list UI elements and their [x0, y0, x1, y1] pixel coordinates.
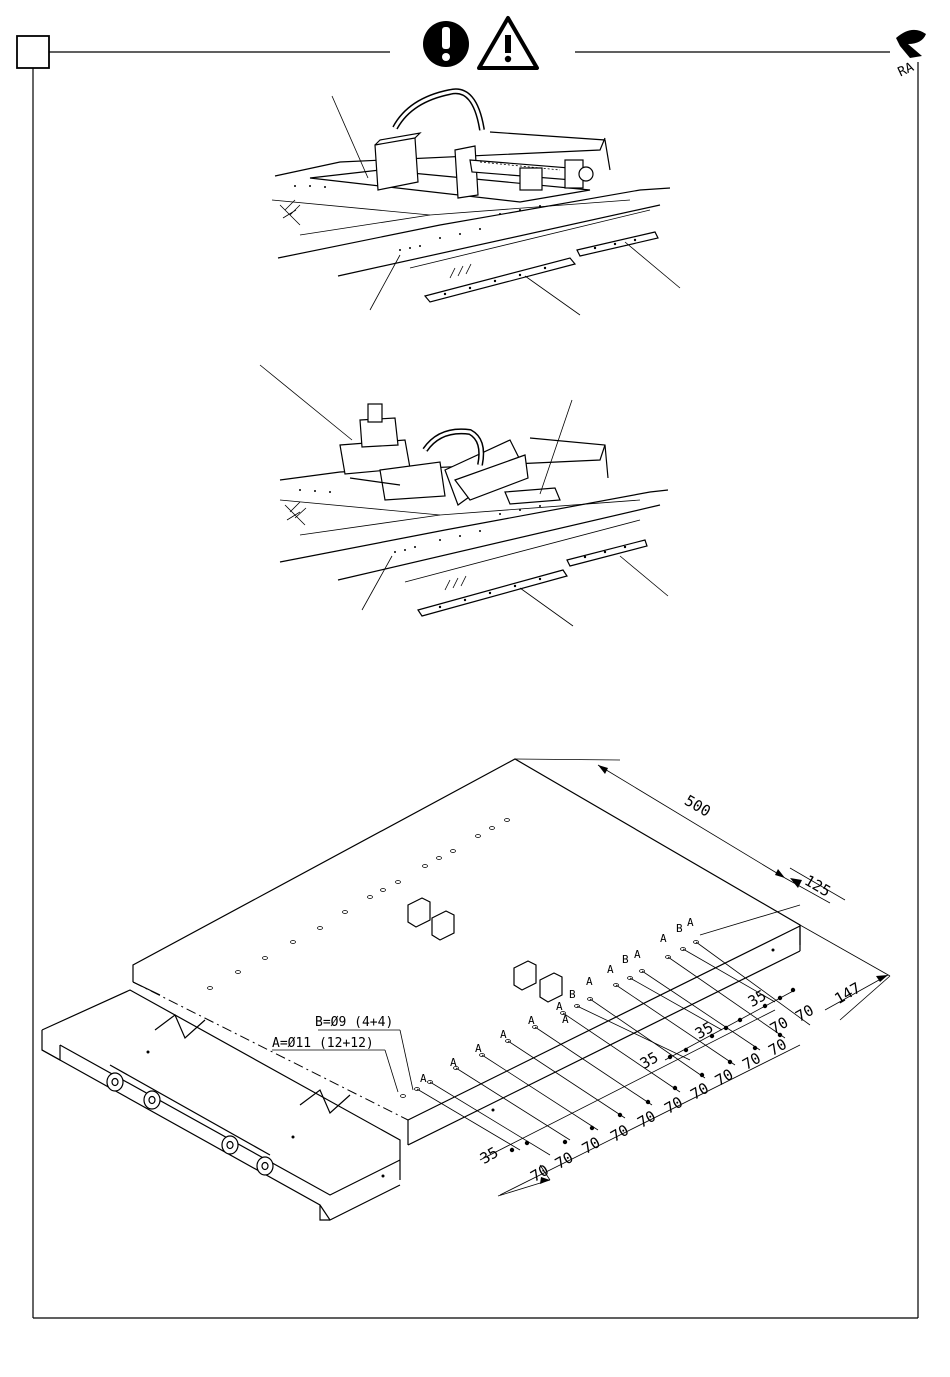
hole-letter: B: [622, 953, 629, 966]
rear-hole-row: [208, 819, 510, 990]
dim-125: 125: [801, 871, 833, 900]
hole-letter: A: [420, 1072, 427, 1085]
corner-box: [17, 36, 49, 68]
hole-letter: A: [586, 975, 593, 988]
hole-letter: A: [450, 1056, 457, 1069]
hole-letter: A: [562, 1013, 569, 1026]
hole-b-spec-label: B=Ø9 (4+4): [315, 1015, 393, 1030]
dim-500: 500: [681, 791, 713, 820]
hole-letter: A: [634, 948, 641, 961]
hole-letter: A: [660, 932, 667, 945]
dim-middle-2: 70: [739, 1049, 764, 1074]
hole-letter: B: [676, 922, 683, 935]
dim-middle-3: 70: [765, 1035, 790, 1060]
dim-rear-1: 70: [767, 1013, 792, 1038]
hole-letter: A: [528, 1014, 535, 1027]
page-frame: [17, 36, 918, 1318]
dim-front-5: 70: [634, 1107, 659, 1132]
ra-logo-icon: RA: [896, 30, 926, 80]
clamp-blocks: [408, 898, 562, 1002]
warning-triangle-icon: [479, 18, 537, 68]
dim-front-6: 70: [661, 1093, 686, 1118]
hole-letter: A: [607, 963, 614, 976]
dim-front-7: 70: [687, 1079, 712, 1104]
dim-front-0: 35: [477, 1143, 502, 1168]
dim-rear-2: 70: [792, 1001, 817, 1026]
dim-rear-0: 35: [692, 1018, 717, 1043]
illustration-machine-1: [272, 91, 680, 315]
svg-text:RA: RA: [896, 60, 917, 80]
hole-letter: A: [556, 1000, 563, 1013]
hole-letter: B: [569, 988, 576, 1001]
dim-front-2: 70: [552, 1148, 577, 1173]
hole-letter: A: [475, 1042, 482, 1055]
dim-middle-1: 70: [712, 1065, 737, 1090]
illustration-machine-2: [260, 365, 668, 626]
drilling-template-drawing: 500 125 147 B=Ø9 (4+4) A=Ø11 (12+12) A A…: [42, 759, 890, 1220]
hole-a-spec-label: A=Ø11 (12+12): [272, 1036, 374, 1051]
rollers: [107, 1073, 273, 1175]
dim-front-1: 70: [527, 1161, 552, 1186]
exclamation-circle-icon: [423, 21, 469, 67]
hole-letter: A: [500, 1028, 507, 1041]
hole-letter: A: [687, 916, 694, 929]
dim-middle-0: 35: [637, 1048, 662, 1073]
dim-front-4: 70: [607, 1121, 632, 1146]
